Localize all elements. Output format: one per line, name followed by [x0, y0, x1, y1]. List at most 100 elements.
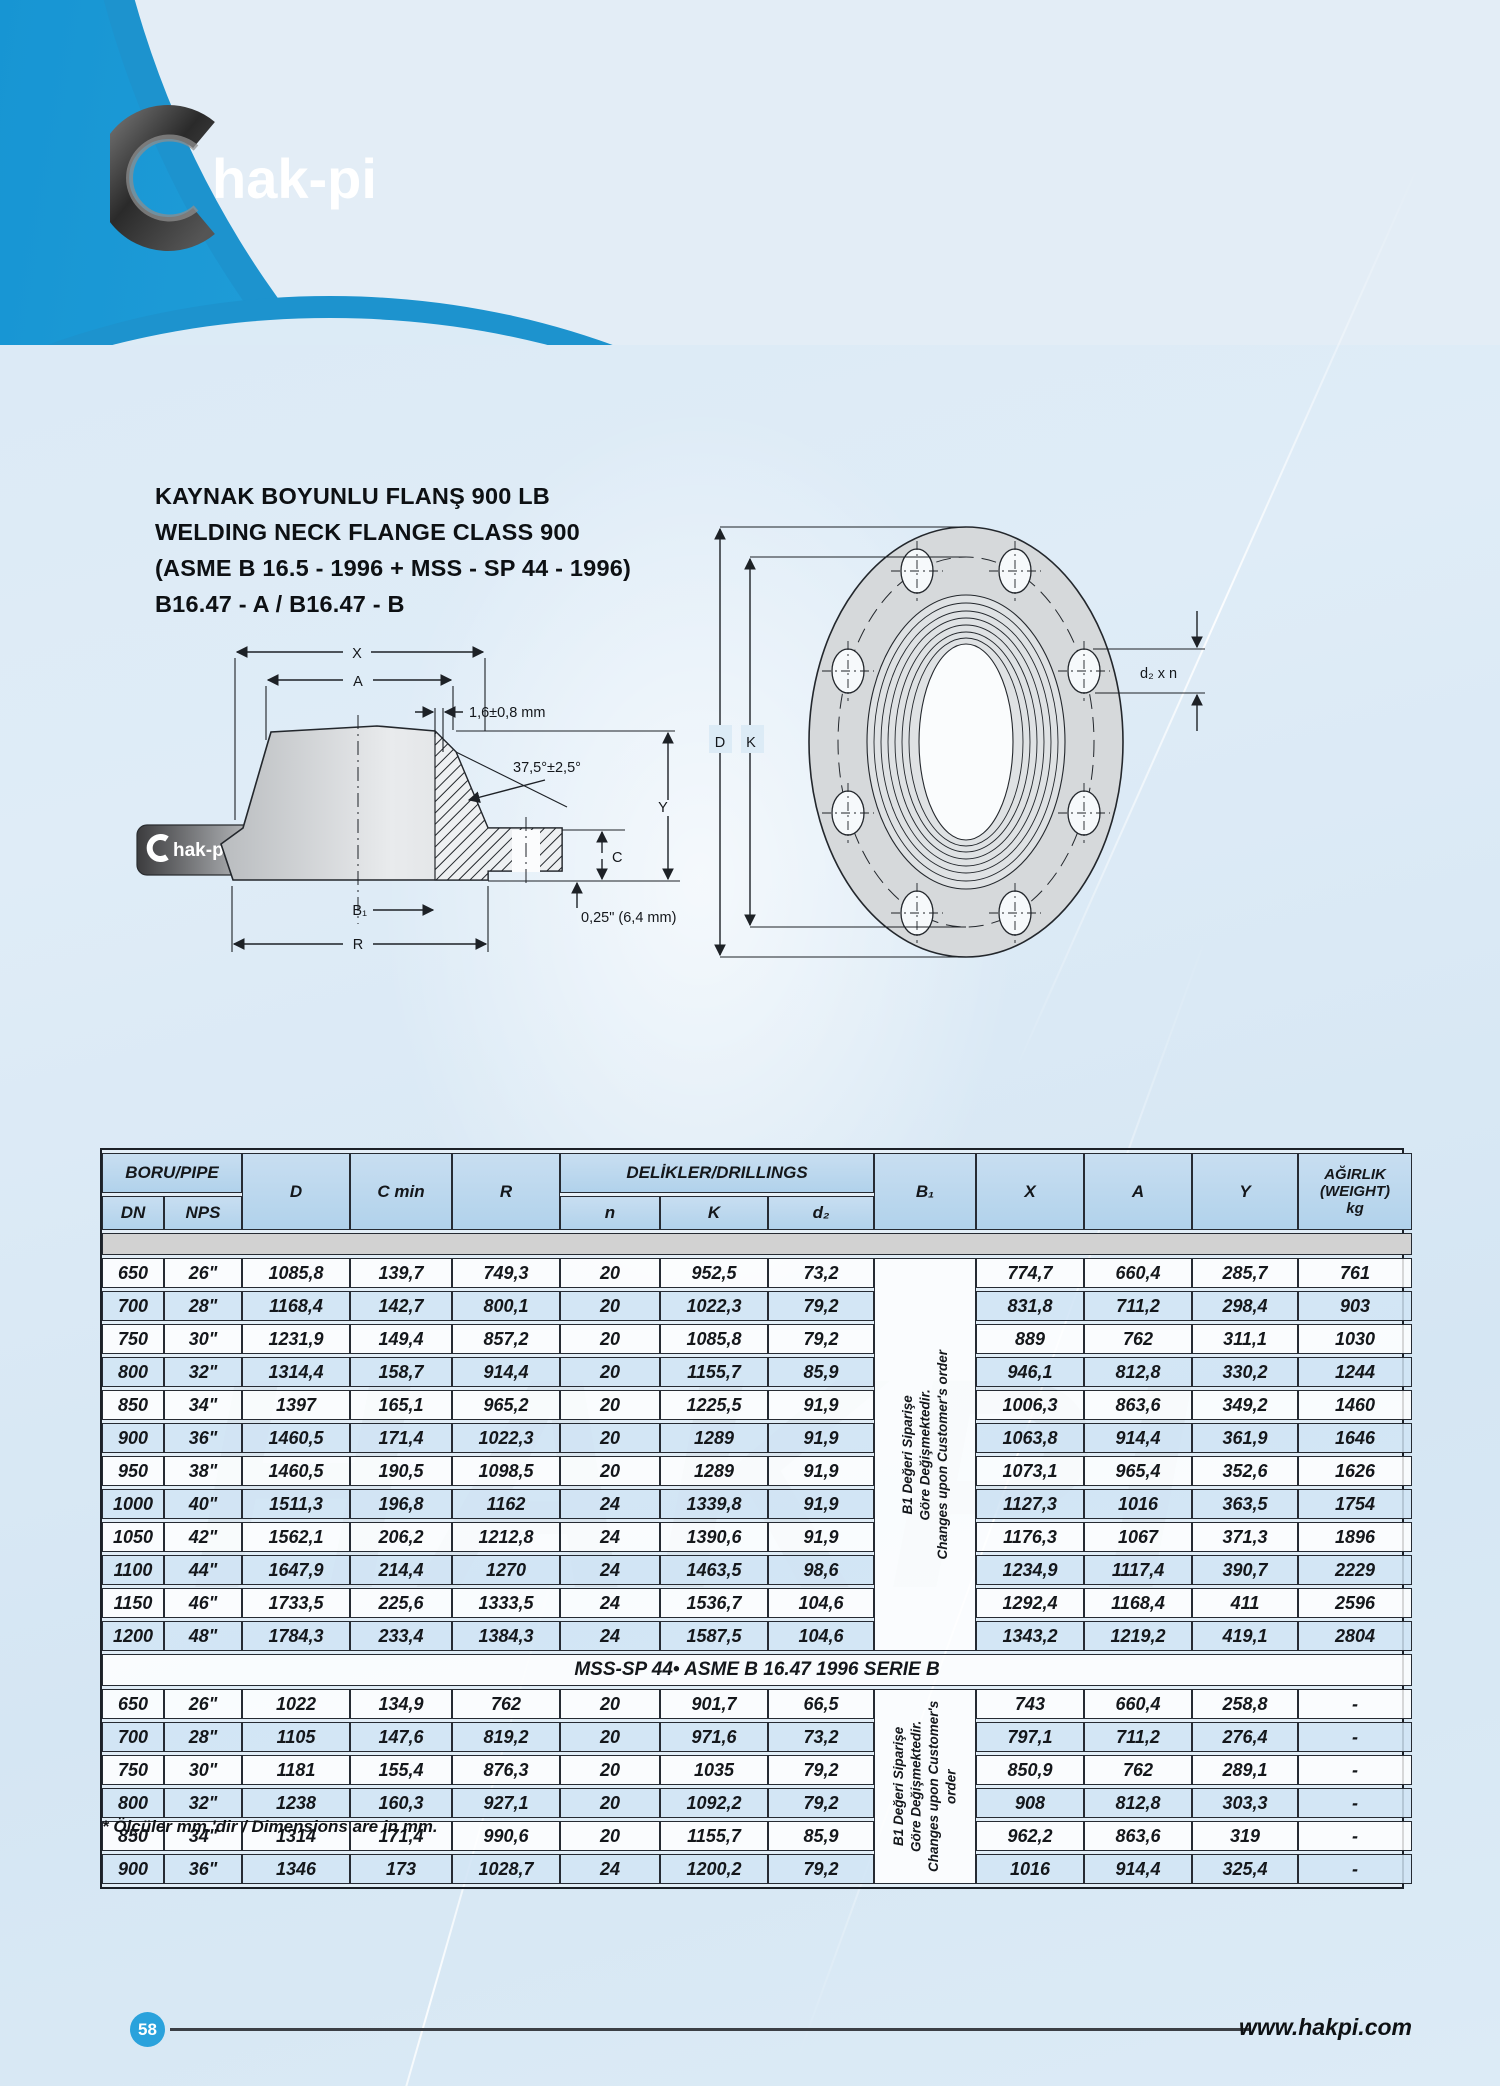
table-cell: - — [1298, 1755, 1413, 1785]
table-cell: 20 — [560, 1291, 660, 1321]
table-cell: 28" — [164, 1722, 242, 1752]
table-separator: MSS-SP 44• ASME B 16.47 1996 SERIE B — [102, 1654, 1413, 1686]
table-cell: 160,3 — [350, 1788, 452, 1818]
brand-logo: hak-pi — [110, 105, 377, 251]
page-number-badge: 58 — [130, 2012, 165, 2047]
table-cell: 914,4 — [452, 1357, 560, 1387]
table-cell: 1587,5 — [660, 1621, 768, 1651]
flange-hatched-section — [434, 729, 563, 881]
table-cell: 1346 — [242, 1854, 350, 1884]
title-line-2: WELDING NECK FLANGE CLASS 900 — [155, 519, 580, 545]
pipe-elbow-highlight — [126, 134, 199, 222]
table-cell: 285,7 — [1192, 1258, 1299, 1288]
table-cell: 233,4 — [350, 1621, 452, 1651]
table-cell: 1225,5 — [660, 1390, 768, 1420]
table-cell: 20 — [560, 1357, 660, 1387]
table-cell: 762 — [452, 1689, 560, 1719]
table-cell: 1000 — [102, 1489, 164, 1519]
table-cell: 1460 — [1298, 1390, 1413, 1420]
table-cell: 28" — [164, 1291, 242, 1321]
website-url: www.hakpi.com — [1239, 2014, 1412, 2040]
dim-label-a: A — [353, 674, 363, 690]
table-cell: 1022,3 — [452, 1423, 560, 1453]
header-y: Y — [1192, 1153, 1299, 1230]
table-cell: 20 — [560, 1755, 660, 1785]
table-cell: 1231,9 — [242, 1324, 350, 1354]
header-n: n — [560, 1196, 660, 1230]
small-logo-text: hak-pi — [173, 840, 229, 861]
table-header: BORU/PIPE D C min R DELİKLER/DRILLINGS B… — [102, 1153, 1413, 1255]
table-cell: 38" — [164, 1456, 242, 1486]
table-cell: 91,9 — [768, 1423, 875, 1453]
header-a: A — [1084, 1153, 1193, 1230]
flange-dimensions-table: BORU/PIPE D C min R DELİKLER/DRILLINGS B… — [102, 1150, 1413, 1887]
table-cell: 20 — [560, 1689, 660, 1719]
table-cell: 419,1 — [1192, 1621, 1299, 1651]
table-cell: 749,3 — [452, 1258, 560, 1288]
table-cell: 206,2 — [350, 1522, 452, 1552]
table-cell: 20 — [560, 1456, 660, 1486]
table-cell: 40" — [164, 1489, 242, 1519]
table-cell: 79,2 — [768, 1854, 875, 1884]
table-cell: 1314,4 — [242, 1357, 350, 1387]
table-cell: 104,6 — [768, 1621, 875, 1651]
table-cell: 743 — [976, 1689, 1085, 1719]
table-cell: 32" — [164, 1788, 242, 1818]
dim-label-d: D — [715, 735, 725, 751]
brand-logo-text: hak-pi — [212, 147, 377, 210]
table-cell: 79,2 — [768, 1755, 875, 1785]
table-cell: 303,3 — [1192, 1788, 1299, 1818]
dim-label-c: C — [612, 850, 622, 866]
table-cell: 857,2 — [452, 1324, 560, 1354]
table-cell: 1030 — [1298, 1324, 1413, 1354]
table-cell: 1212,8 — [452, 1522, 560, 1552]
table-cell: 196,8 — [350, 1489, 452, 1519]
table-cell: 98,6 — [768, 1555, 875, 1585]
table-cell: 914,4 — [1084, 1423, 1193, 1453]
table-cell: 650 — [102, 1689, 164, 1719]
dim-label-r: R — [353, 937, 363, 953]
table-cell: 24 — [560, 1489, 660, 1519]
table-cell: 1050 — [102, 1522, 164, 1552]
table-cell: 889 — [976, 1324, 1085, 1354]
table-cell: 85,9 — [768, 1821, 875, 1851]
table-cell: 711,2 — [1084, 1722, 1193, 1752]
table-cell: 73,2 — [768, 1258, 875, 1288]
table-cell: 20 — [560, 1258, 660, 1288]
table-cell: 831,8 — [976, 1291, 1085, 1321]
table-cell: 142,7 — [350, 1291, 452, 1321]
table-cell: 20 — [560, 1423, 660, 1453]
table-cell: 1073,1 — [976, 1456, 1085, 1486]
table-cell: 962,2 — [976, 1821, 1085, 1851]
table-cell: 1150 — [102, 1588, 164, 1618]
table-cell: 1162 — [452, 1489, 560, 1519]
b1-note-cell: B1 Değeri Siparişe Göre Değişmektedir. C… — [874, 1689, 977, 1884]
table-cell: 750 — [102, 1755, 164, 1785]
table-cell: 850 — [102, 1390, 164, 1420]
table-cell: 1333,5 — [452, 1588, 560, 1618]
table-cell: 1646 — [1298, 1423, 1413, 1453]
table-cell: 24 — [560, 1555, 660, 1585]
table-cell: 139,7 — [350, 1258, 452, 1288]
table-cell: 1067 — [1084, 1522, 1193, 1552]
table-cell: 91,9 — [768, 1522, 875, 1552]
b1-note-text: B1 Değeri Siparişe Göre Değişmektedir. C… — [890, 1700, 959, 1873]
table-cell: 1289 — [660, 1423, 768, 1453]
table-cell: 1022,3 — [660, 1291, 768, 1321]
table-cell: 1647,9 — [242, 1555, 350, 1585]
table-cell: 411 — [1192, 1588, 1299, 1618]
table-cell: 812,8 — [1084, 1788, 1193, 1818]
table-cell: 1181 — [242, 1755, 350, 1785]
table-cell: 1463,5 — [660, 1555, 768, 1585]
table-cell: 819,2 — [452, 1722, 560, 1752]
table-cell: 1176,3 — [976, 1522, 1085, 1552]
table-cell: 700 — [102, 1722, 164, 1752]
table-cell: 34" — [164, 1390, 242, 1420]
table-cell: 20 — [560, 1722, 660, 1752]
